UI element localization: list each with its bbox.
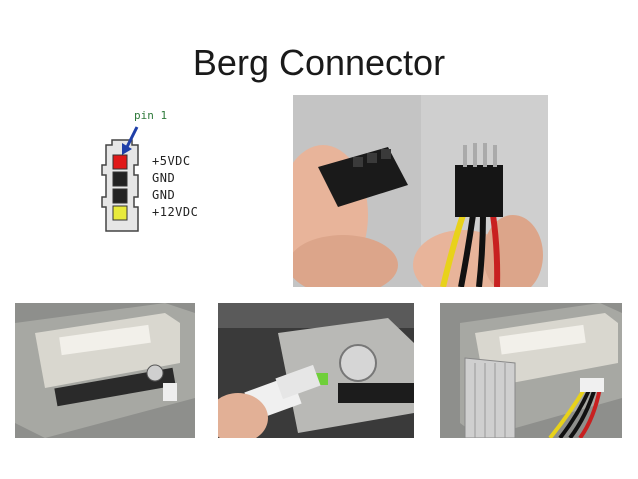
pin-1-square (112, 154, 128, 170)
pin-3-square (112, 188, 128, 204)
pin-4-voltage-label: +12VDC (152, 205, 199, 219)
pin-4-square (112, 205, 128, 221)
connector-hands-photo (293, 95, 548, 287)
pin-3-voltage-label: GND (152, 188, 176, 202)
pin-2-square (112, 171, 128, 187)
female-connector-icon (318, 147, 408, 207)
floppy-drive-photo-2 (218, 303, 414, 438)
pin-1-arrow-icon (122, 126, 139, 155)
floppy-drive-photo-3 (440, 303, 622, 438)
slide-title: Berg Connector (192, 42, 446, 83)
floppy-drive-photo-1 (15, 303, 195, 438)
ribbon-cable-icon (464, 357, 516, 438)
power-wires-icon (440, 214, 501, 287)
pin-1-voltage-label: +5VDC (152, 154, 191, 168)
male-connector-icon (455, 143, 503, 217)
pin-1-label: pin 1 (134, 109, 168, 122)
power-cable-icon (548, 378, 604, 438)
berg-pinout-diagram: pin 1 +5VDC GND GND +12VDC (82, 105, 242, 235)
pin-2-voltage-label: GND (152, 171, 176, 185)
